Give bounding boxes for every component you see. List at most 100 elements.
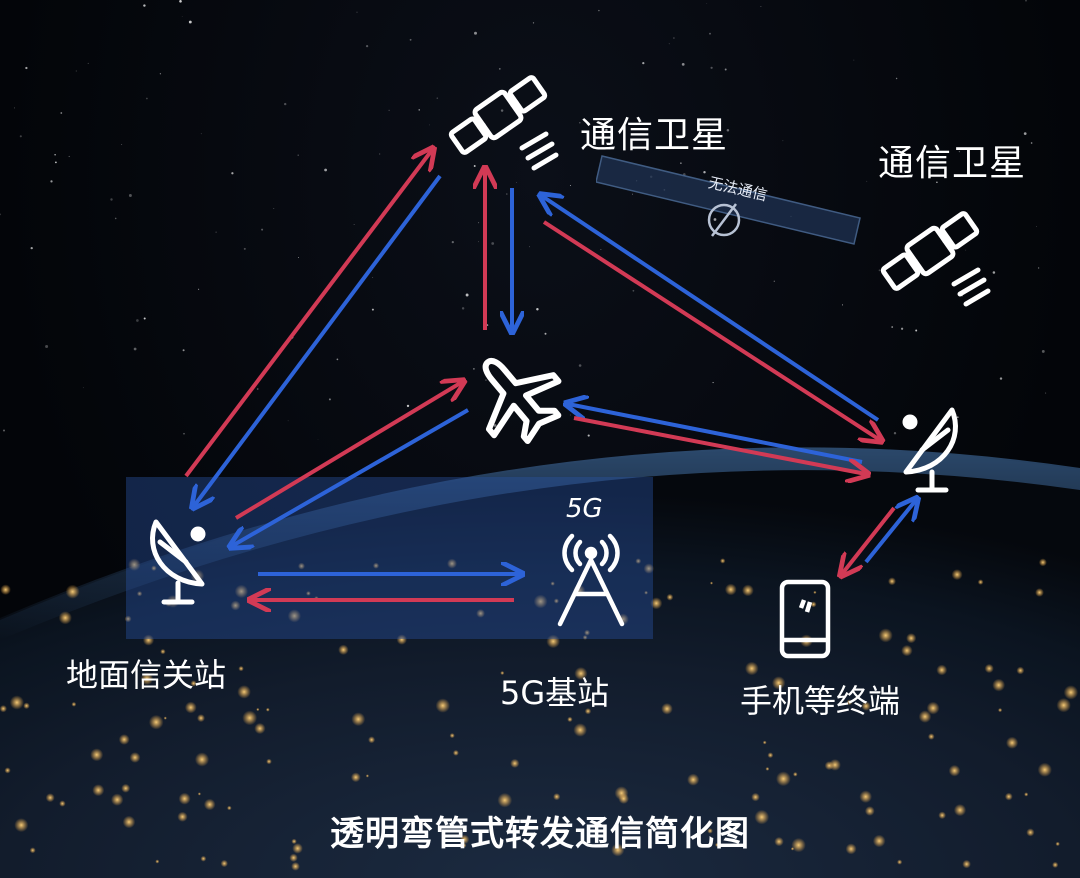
star [30, 246, 33, 250]
city-light [754, 809, 770, 825]
city-light [447, 558, 457, 569]
city-light [715, 842, 720, 848]
city-light [897, 859, 903, 865]
star [773, 280, 775, 282]
star [1025, 0, 1027, 2]
city-light [742, 584, 754, 597]
star [273, 208, 275, 210]
star [372, 276, 374, 278]
star [287, 420, 289, 422]
star [75, 70, 77, 72]
city-light [461, 842, 467, 848]
city-light [533, 594, 548, 609]
city-light [926, 701, 940, 715]
city-light [951, 569, 963, 581]
city-light [142, 634, 155, 646]
city-light [574, 667, 588, 680]
city-light [984, 663, 994, 674]
city-light [824, 761, 834, 771]
star [529, 246, 531, 248]
city-light [242, 710, 258, 726]
city-light [238, 665, 244, 672]
dish-antenna-icon [150, 519, 206, 605]
star [891, 326, 894, 328]
downlink-airplane-to-dish [573, 416, 866, 474]
star [710, 66, 713, 69]
city-light [4, 767, 11, 774]
city-light [573, 723, 587, 737]
star [365, 44, 369, 48]
star [2, 429, 6, 432]
star [1041, 349, 1045, 353]
city-lights [0, 558, 1079, 871]
city-light [190, 680, 197, 687]
star [544, 332, 547, 335]
city-light [266, 758, 272, 765]
star [726, 128, 730, 132]
star [121, 143, 123, 145]
city-light [292, 843, 303, 854]
city-light [0, 705, 7, 713]
city-light [351, 712, 366, 727]
star [965, 249, 967, 251]
uplink-ground-to-satellite [184, 150, 432, 478]
star [936, 181, 938, 183]
star [25, 66, 28, 70]
city-light [846, 699, 853, 706]
star [465, 293, 469, 297]
star [143, 317, 146, 320]
star [632, 193, 634, 195]
city-light [122, 815, 136, 829]
city-light [163, 716, 167, 720]
city-light [1063, 685, 1079, 700]
star [198, 288, 200, 290]
city-light [584, 629, 591, 636]
city-light [510, 758, 520, 769]
star [473, 368, 475, 370]
city-light [71, 701, 77, 707]
star [114, 217, 117, 220]
star [642, 61, 645, 65]
city-light [227, 805, 232, 811]
city-light [500, 671, 505, 675]
city-light [151, 565, 157, 571]
star [600, 249, 602, 250]
city-light [962, 859, 971, 869]
city-light [765, 767, 770, 771]
city-light [291, 862, 300, 871]
star [958, 151, 961, 153]
city-light [338, 644, 349, 655]
star [136, 319, 139, 322]
star [760, 5, 762, 7]
satellite-icon [880, 211, 991, 307]
city-light [553, 598, 560, 604]
star [87, 62, 89, 64]
base-station-tag: 5G [566, 494, 603, 524]
city-light [977, 579, 984, 585]
star [500, 109, 504, 112]
city-light [1055, 841, 1060, 847]
city-light [1026, 828, 1035, 837]
star [992, 271, 996, 274]
city-light [618, 793, 629, 804]
star [485, 379, 487, 381]
city-light [901, 644, 913, 657]
terminal-label: 手机等终端 [740, 682, 901, 720]
city-light [751, 792, 760, 802]
city-light [230, 600, 241, 611]
no-comm-bar [596, 155, 861, 245]
star [681, 63, 685, 66]
city-light [720, 558, 726, 564]
no-signal-icon [707, 203, 741, 237]
downlink-airplane-to-ground [232, 408, 469, 546]
star [215, 231, 217, 233]
star [703, 171, 706, 174]
star [143, 4, 146, 7]
airplane-icon [482, 357, 562, 445]
star [1035, 226, 1037, 227]
star [317, 439, 319, 440]
city-light [497, 792, 513, 808]
star [451, 240, 454, 244]
star [782, 140, 784, 142]
base-station-label: 5G基站 [500, 674, 610, 712]
